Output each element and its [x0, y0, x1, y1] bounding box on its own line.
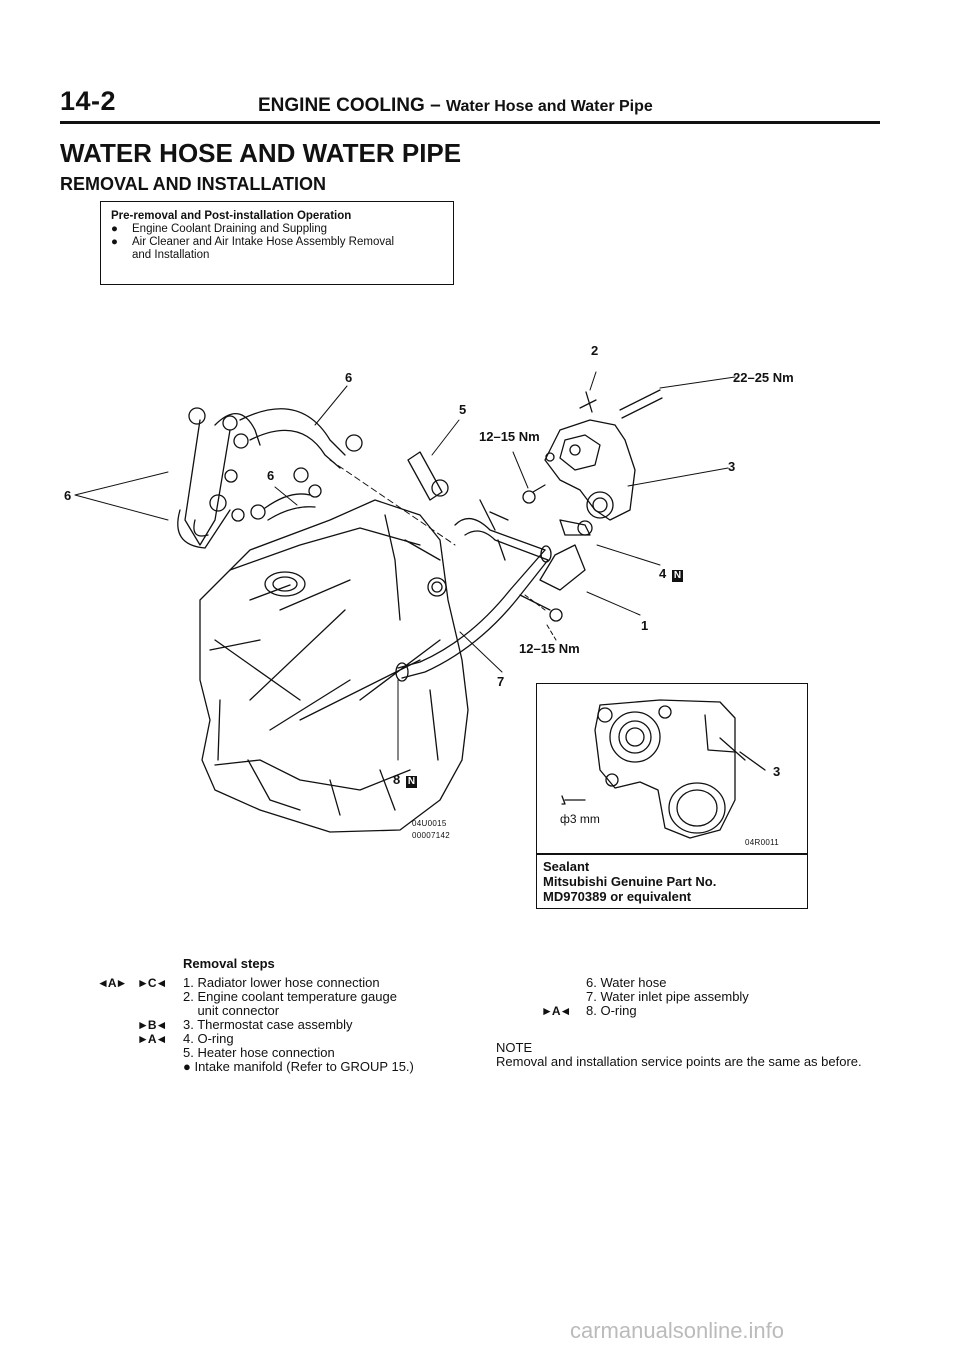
page-title: WATER HOSE AND WATER PIPE — [60, 138, 462, 168]
pre-removal-box: Pre-removal and Post-installation Operat… — [100, 201, 454, 285]
engine-block-drawing — [199, 499, 469, 833]
sealant-bead-size: ф3 mm — [560, 812, 600, 826]
list-item: 2. Engine coolant temperature gauge — [183, 989, 397, 1004]
sealant-spec: Sealant Mitsubishi Genuine Part No. MD97… — [543, 859, 716, 904]
inset-thermostat-drawing — [561, 699, 766, 839]
pre-removal-item: ● Air Cleaner and Air Intake Hose Assemb… — [111, 236, 443, 249]
note-block: NOTE Removal and installation service po… — [496, 1041, 876, 1069]
inset-callout-3: 3 — [773, 764, 781, 779]
torque-spec-12-15-bottom: 12–15 Nm — [519, 641, 580, 656]
pre-removal-heading: Pre-removal and Post-installation Operat… — [111, 210, 352, 222]
callout-8-number: 8 — [393, 772, 401, 787]
leader-lines — [74, 371, 736, 761]
list-item: 1. Radiator lower hose connection — [183, 975, 380, 990]
water-hose-drawing — [177, 407, 363, 549]
removal-steps-title: Removal steps — [183, 956, 275, 971]
sealant-inset-box — [536, 683, 808, 909]
sealant-part-number: MD970389 or equivalent — [543, 889, 692, 904]
callout-6-mid: 6 — [267, 468, 275, 483]
callout-3: 3 — [728, 459, 736, 474]
header-separator: – — [430, 95, 441, 116]
list-item: 6. Water hose — [586, 975, 667, 990]
callout-1: 1 — [641, 618, 649, 633]
callout-4: 4 N — [659, 566, 684, 582]
torque-spec-22-25: 22–25 Nm — [733, 370, 794, 385]
figure-code: 04U0015 — [412, 819, 447, 828]
service-mark-b-install: ►B◄ — [137, 1018, 167, 1032]
callout-2: 2 — [591, 343, 599, 358]
header-section: ENGINE COOLING — [258, 95, 425, 116]
sealant-divider — [536, 853, 808, 855]
bolts-drawing — [519, 389, 663, 622]
callout-4-number: 4 — [659, 566, 667, 581]
running-header: ENGINE COOLING – Water Hose and Water Pi… — [258, 95, 653, 117]
bullet-icon: ● — [111, 236, 118, 248]
new-part-mark-icon: N — [405, 776, 418, 788]
service-mark-a-install-8: ►A◄ — [541, 1004, 571, 1018]
callout-8: 8 N — [393, 772, 418, 788]
list-item: ● Intake manifold (Refer to GROUP 15.) — [183, 1059, 414, 1074]
page-number: 14-2 — [60, 86, 117, 116]
list-item: 3. Thermostat case assembly — [183, 1017, 353, 1032]
list-item: unit connector — [183, 1003, 280, 1018]
section-title: REMOVAL AND INSTALLATION — [60, 174, 326, 194]
removal-steps-list-right: 6. Water hose 7. Water inlet pipe assemb… — [586, 976, 876, 1018]
removal-steps-list-left: 1. Radiator lower hose connection 2. Eng… — [183, 976, 483, 1074]
watermark: carmanualsonline.info — [570, 1318, 785, 1343]
bullet-icon: ● — [111, 223, 118, 235]
list-item: 8. O-ring — [586, 1003, 637, 1018]
pre-removal-item-text: Air Cleaner and Air Intake Hose Assembly… — [132, 236, 395, 248]
new-part-mark-icon: N — [671, 570, 684, 582]
header-subsection: Water Hose and Water Pipe — [445, 98, 653, 115]
header-rule — [60, 121, 880, 124]
heater-hose-drawing — [407, 451, 449, 501]
thermostat-case-drawing — [539, 419, 636, 591]
torque-spec-12-15-top: 12–15 Nm — [479, 429, 540, 444]
pre-removal-item-continuation: and Installation — [132, 249, 210, 261]
note-text: Removal and installation service points … — [496, 1054, 862, 1069]
callout-7: 7 — [497, 674, 505, 689]
inset-figure-code: 04R0011 — [745, 838, 779, 847]
note-label: NOTE — [496, 1040, 533, 1055]
list-item: 7. Water inlet pipe assembly — [586, 989, 749, 1004]
sealant-part-label: Mitsubishi Genuine Part No. — [543, 874, 717, 889]
sealant-label: Sealant — [543, 859, 590, 874]
callout-5: 5 — [459, 402, 467, 417]
water-inlet-pipe-drawing — [395, 499, 552, 682]
callout-6-left: 6 — [64, 488, 72, 503]
list-item: 5. Heater hose connection — [183, 1045, 335, 1060]
service-mark-a-removal: ◄A► — [97, 976, 127, 990]
callout-6-top: 6 — [345, 370, 353, 385]
pre-removal-item-text: Engine Coolant Draining and Suppling — [132, 223, 328, 235]
list-item: 4. O-ring — [183, 1031, 234, 1046]
pre-removal-item: ● Engine Coolant Draining and Suppling — [111, 223, 443, 236]
service-mark-c-install: ►C◄ — [137, 976, 167, 990]
figure-code: 00007142 — [412, 831, 450, 840]
service-mark-a-install: ►A◄ — [137, 1032, 167, 1046]
